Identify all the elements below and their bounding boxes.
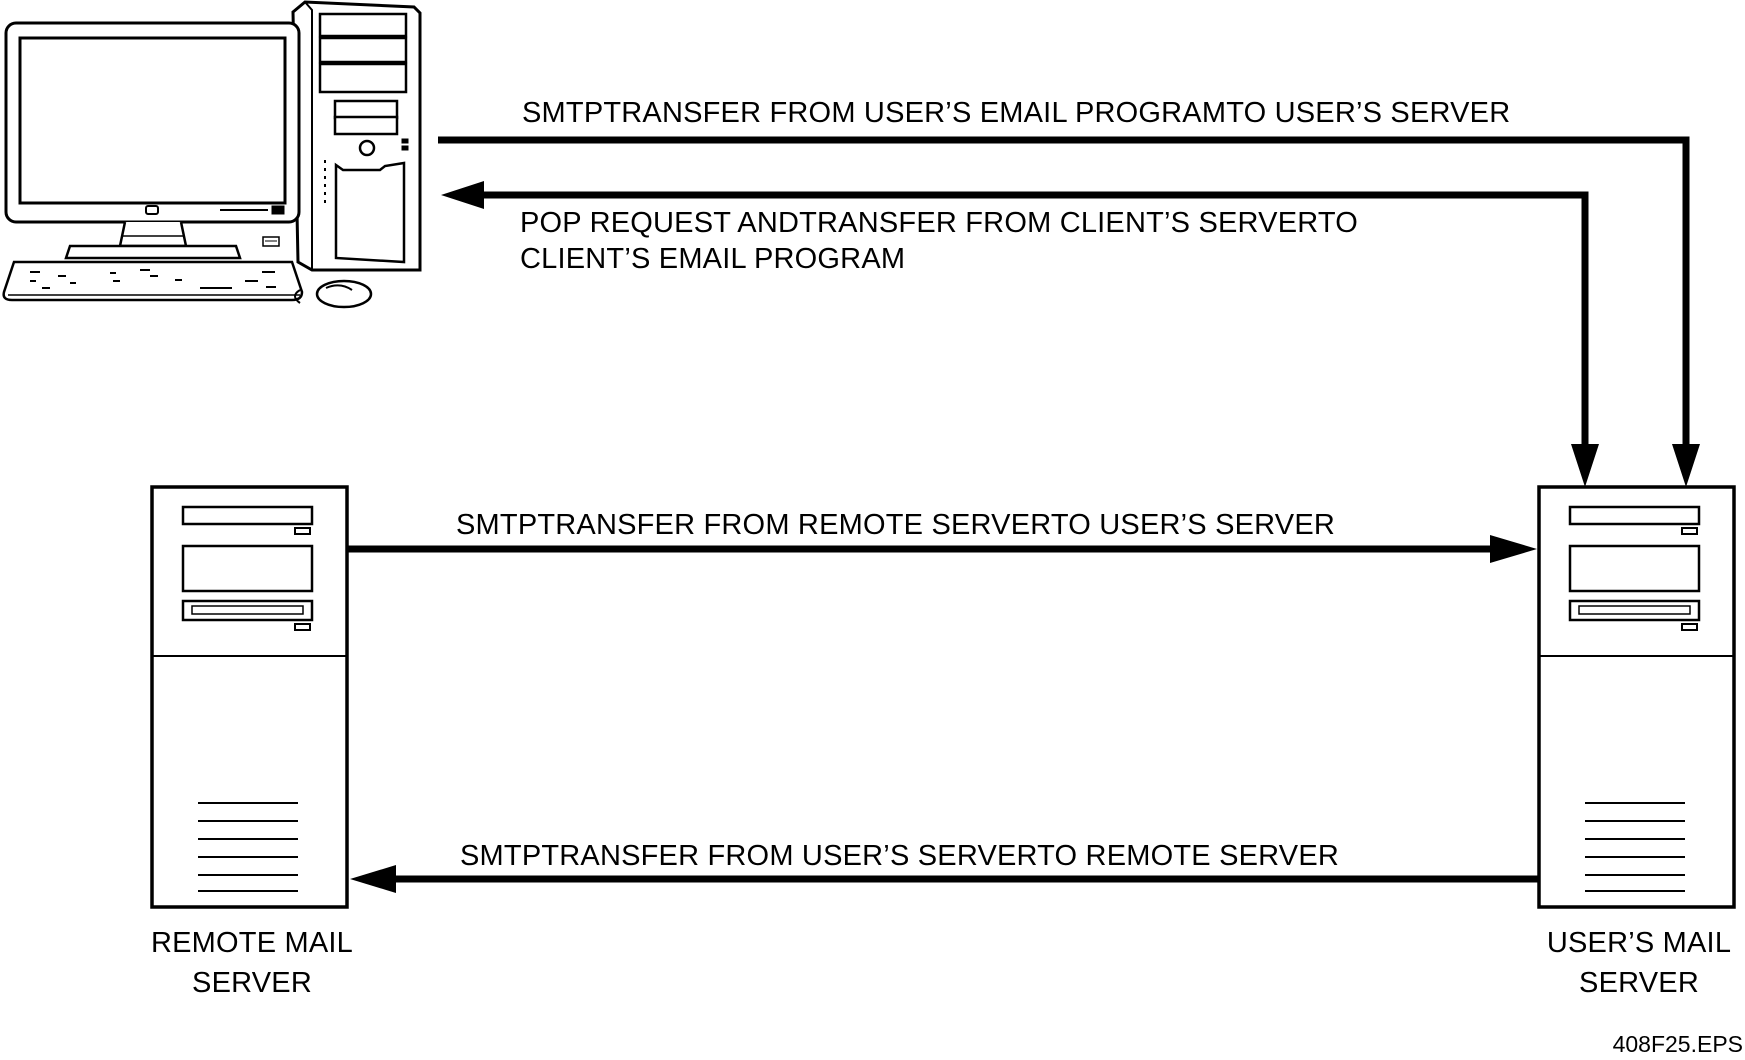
arrow-smtp-pc-to-user-server [438,136,1700,487]
pc-monitor [4,21,301,260]
user-server-title-line2: SERVER [1579,967,1699,999]
figure-id: 408F25.EPS [1612,1031,1743,1057]
remote-server-icon [150,485,349,909]
label-pop-request-line2: CLIENT’S EMAIL PROGRAM [520,243,906,275]
arrow-smtp-remote-to-user-server [347,535,1537,563]
label-smtp-remote-to-user-server: SMTPTRANSFER FROM REMOTE SERVERTO USER’S… [456,509,1336,541]
user-server-title-line1: USER’S MAIL [1546,927,1732,959]
desktop-computer-icon [2,0,422,309]
pc-keyboard [2,260,304,302]
label-smtp-user-server-to-remote: SMTPTRANSFER FROM USER’S SERVERTO REMOTE… [460,840,1340,872]
label-smtp-pc-to-user-server: SMTPTRANSFER FROM USER’S EMAIL PROGRAMTO… [522,97,1511,129]
remote-server-title-line2: SERVER [192,967,312,999]
label-pop-request-line1: POP REQUEST ANDTRANSFER FROM CLIENT’S SE… [520,207,1359,239]
arrow-smtp-user-server-to-remote [350,865,1539,893]
user-server-icon [1537,485,1736,909]
pc-tower [262,0,422,272]
remote-server-title-line1: REMOTE MAIL [151,927,353,959]
pc-mouse [294,279,373,309]
arrow-pop-user-server-to-pc [441,181,1599,487]
